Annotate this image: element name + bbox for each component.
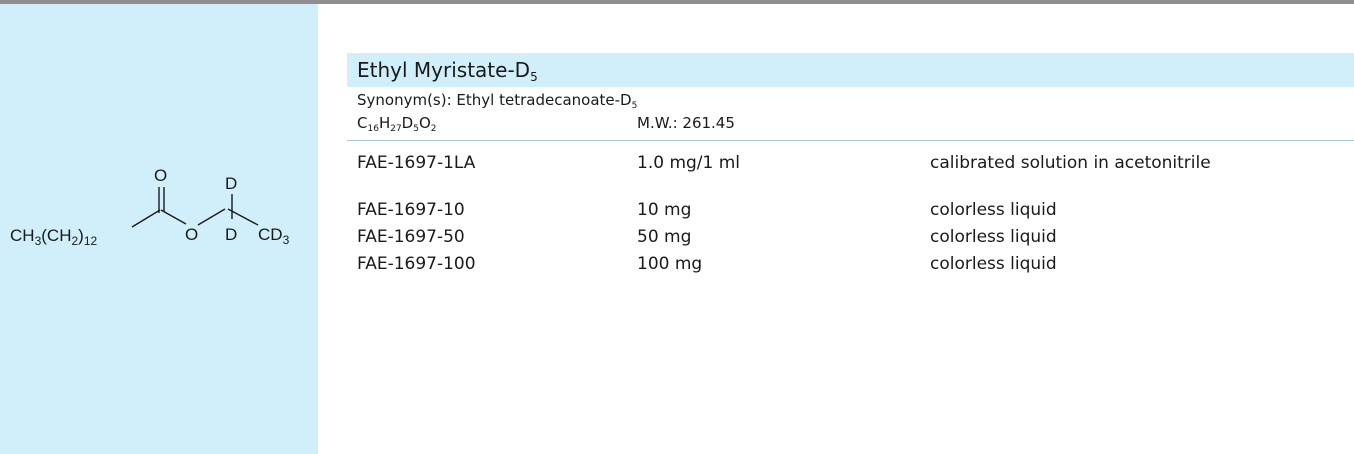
svg-text:CH3(CH2)12: CH3(CH2)12 <box>10 226 98 248</box>
formula-o: O <box>418 114 431 132</box>
product-form: colorless liquid <box>930 227 1057 247</box>
structure-panel: CH3(CH2)12 O O D D CD3 <box>0 4 318 454</box>
title-bar: Ethyl Myristate-D5 <box>347 53 1354 87</box>
product-form: colorless liquid <box>930 200 1057 220</box>
ester-oxygen-label: O <box>185 225 198 244</box>
chain-close-paren: ) <box>78 226 84 245</box>
deuterium-bottom-label: D <box>225 225 237 244</box>
synonym-text: Synonym(s): Ethyl tetradecanoate-D <box>357 91 632 109</box>
table-row: FAE-1697-50 50 mg colorless liquid <box>357 225 1347 249</box>
product-amount: 100 mg <box>637 254 703 274</box>
formula-h-count: 27 <box>390 124 402 135</box>
formula-c-count: 16 <box>367 124 379 135</box>
cd3-subscript: 3 <box>283 233 290 247</box>
product-form: calibrated solution in acetonitrile <box>930 153 1211 173</box>
product-amount: 1.0 mg/1 ml <box>637 153 741 173</box>
cd3-label: CD <box>258 225 283 244</box>
product-code: FAE-1697-100 <box>357 254 476 274</box>
molecular-weight: M.W.: 261.45 <box>637 114 735 132</box>
table-row: FAE-1697-10 10 mg colorless liquid <box>357 198 1347 222</box>
formula-d: D <box>401 114 414 132</box>
product-code: FAE-1697-10 <box>357 200 465 220</box>
formula-c: C <box>357 114 368 132</box>
product-form: colorless liquid <box>930 254 1057 274</box>
molecular-formula: C16H27D5O2 <box>357 112 437 134</box>
chain-ch2-subscript: 2 <box>71 234 78 248</box>
chemical-structure: CH3(CH2)12 O O D D CD3 <box>0 154 318 274</box>
top-rule <box>0 0 1354 4</box>
product-code: FAE-1697-1LA <box>357 153 476 173</box>
structure-drawing: CH3(CH2)12 O O D D CD3 <box>10 166 290 248</box>
product-name-subscript: 5 <box>530 70 538 85</box>
deuterium-top-label: D <box>225 174 237 193</box>
product-code: FAE-1697-50 <box>357 227 465 247</box>
formula-h: H <box>378 114 391 132</box>
product-amount: 10 mg <box>637 200 692 220</box>
chain-ch2-label: (CH <box>41 226 71 245</box>
table-row: FAE-1697-100 100 mg colorless liquid <box>357 252 1347 276</box>
section-divider <box>347 140 1354 141</box>
product-amount: 50 mg <box>637 227 692 247</box>
chain-ch3-label: CH <box>10 226 35 245</box>
product-title: Ethyl Myristate-D5 <box>357 57 538 83</box>
formula-d-count: 5 <box>413 124 419 135</box>
formula-o-count: 2 <box>430 124 437 135</box>
table-row: FAE-1697-1LA 1.0 mg/1 ml calibrated solu… <box>357 151 1347 175</box>
synonym-subscript: 5 <box>631 101 638 112</box>
synonym-line: Synonym(s): Ethyl tetradecanoate-D5 <box>357 89 637 111</box>
product-name: Ethyl Myristate-D <box>357 58 531 82</box>
svg-text:CD3: CD3 <box>258 225 290 247</box>
carbonyl-oxygen-label: O <box>154 166 167 185</box>
chain-repeat-count: 12 <box>84 234 98 248</box>
chain-ch3-subscript: 3 <box>35 234 42 248</box>
